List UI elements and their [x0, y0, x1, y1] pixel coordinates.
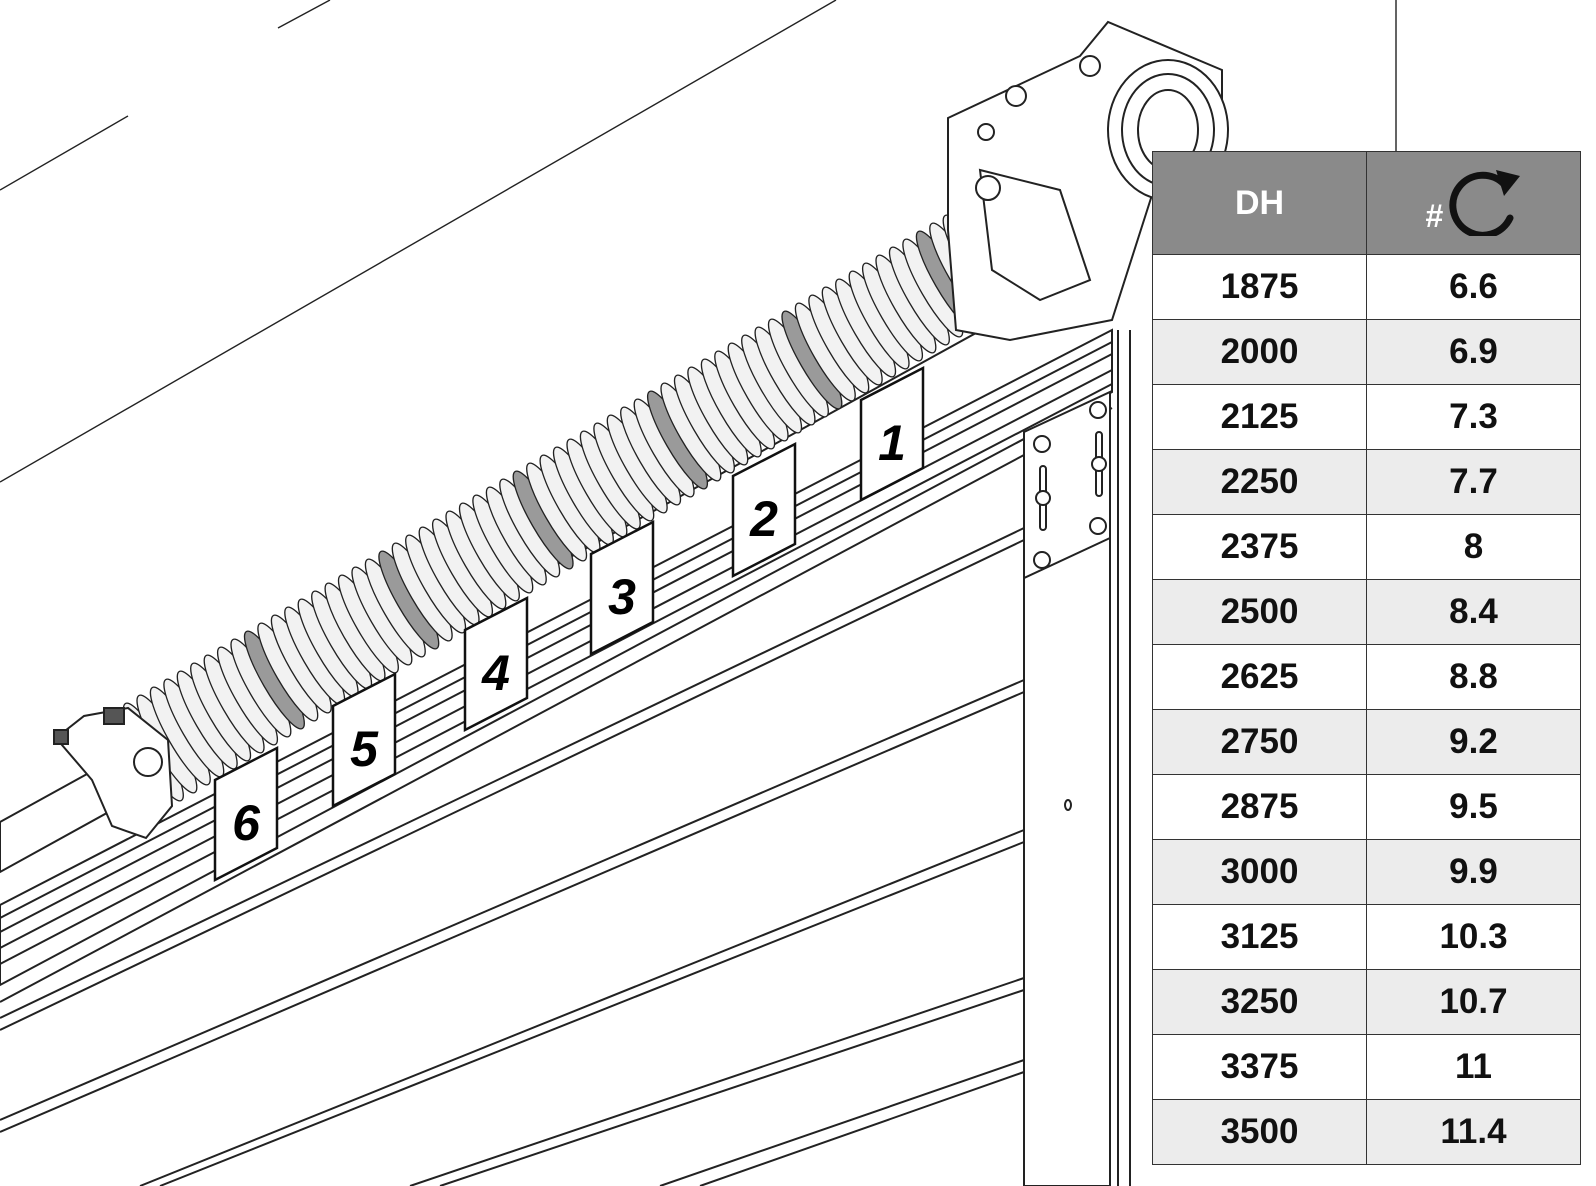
door-height-cell: 3500 — [1152, 1099, 1367, 1165]
door-height-cell: 3250 — [1152, 969, 1367, 1035]
door-height-cell: 3375 — [1152, 1034, 1367, 1100]
turn-marker-label: 4 — [481, 645, 510, 701]
turn-marker-label: 2 — [749, 491, 778, 547]
winding-cone — [53, 706, 174, 840]
table-header-row: DH # — [1152, 151, 1581, 255]
door-height-cell: 3125 — [1152, 904, 1367, 970]
turn-markers: 1 2 3 4 5 6 — [213, 365, 925, 883]
turns-cell: 7.7 — [1366, 449, 1581, 515]
door-height-cell: 2875 — [1152, 774, 1367, 840]
door-height-cell: 3000 — [1152, 839, 1367, 905]
door-height-cell: 2375 — [1152, 514, 1367, 580]
door-height-cell: 2250 — [1152, 449, 1367, 515]
turns-cell: 11.4 — [1366, 1099, 1581, 1165]
turn-marker-label: 3 — [608, 569, 636, 625]
turns-cell: 10.7 — [1366, 969, 1581, 1035]
turns-cell: 11 — [1366, 1034, 1581, 1100]
door-height-cell: 2750 — [1152, 709, 1367, 775]
turns-cell: 6.6 — [1366, 254, 1581, 320]
turn-marker-box — [331, 671, 397, 809]
turn-marker-box — [463, 595, 529, 733]
turns-hash-symbol: # — [1425, 197, 1444, 234]
turns-cell: 9.2 — [1366, 709, 1581, 775]
rotate-clockwise-icon — [1448, 169, 1520, 236]
background-lines — [0, 0, 1397, 483]
door-height-cell: 2125 — [1152, 384, 1367, 450]
turns-cell: 6.9 — [1366, 319, 1581, 385]
turn-marker-label: 6 — [232, 795, 261, 851]
turns-cell: 8 — [1366, 514, 1581, 580]
header-rail — [0, 328, 1113, 1003]
turn-marker-label: 5 — [350, 721, 379, 777]
turns-header: # — [1366, 151, 1581, 255]
turn-marker-box — [589, 519, 655, 657]
door-height-cell: 2625 — [1152, 644, 1367, 710]
turn-marker-box — [213, 745, 279, 883]
turns-cell: 10.3 — [1366, 904, 1581, 970]
mounting-plate — [1023, 390, 1111, 580]
door-height-cell: 2500 — [1152, 579, 1367, 645]
turns-cell: 9.5 — [1366, 774, 1581, 840]
turns-cell: 9.9 — [1366, 839, 1581, 905]
turn-marker-label: 1 — [878, 415, 906, 471]
turns-cell: 8.8 — [1366, 644, 1581, 710]
turn-marker-box — [731, 441, 797, 579]
door-panels — [0, 527, 1025, 1186]
door-height-cell: 2000 — [1152, 319, 1367, 385]
door-height-header: DH — [1152, 151, 1367, 255]
door-height-cell: 1875 — [1152, 254, 1367, 320]
turn-marker-box — [859, 365, 925, 503]
turns-cell: 8.4 — [1366, 579, 1581, 645]
turns-cell: 7.3 — [1366, 384, 1581, 450]
